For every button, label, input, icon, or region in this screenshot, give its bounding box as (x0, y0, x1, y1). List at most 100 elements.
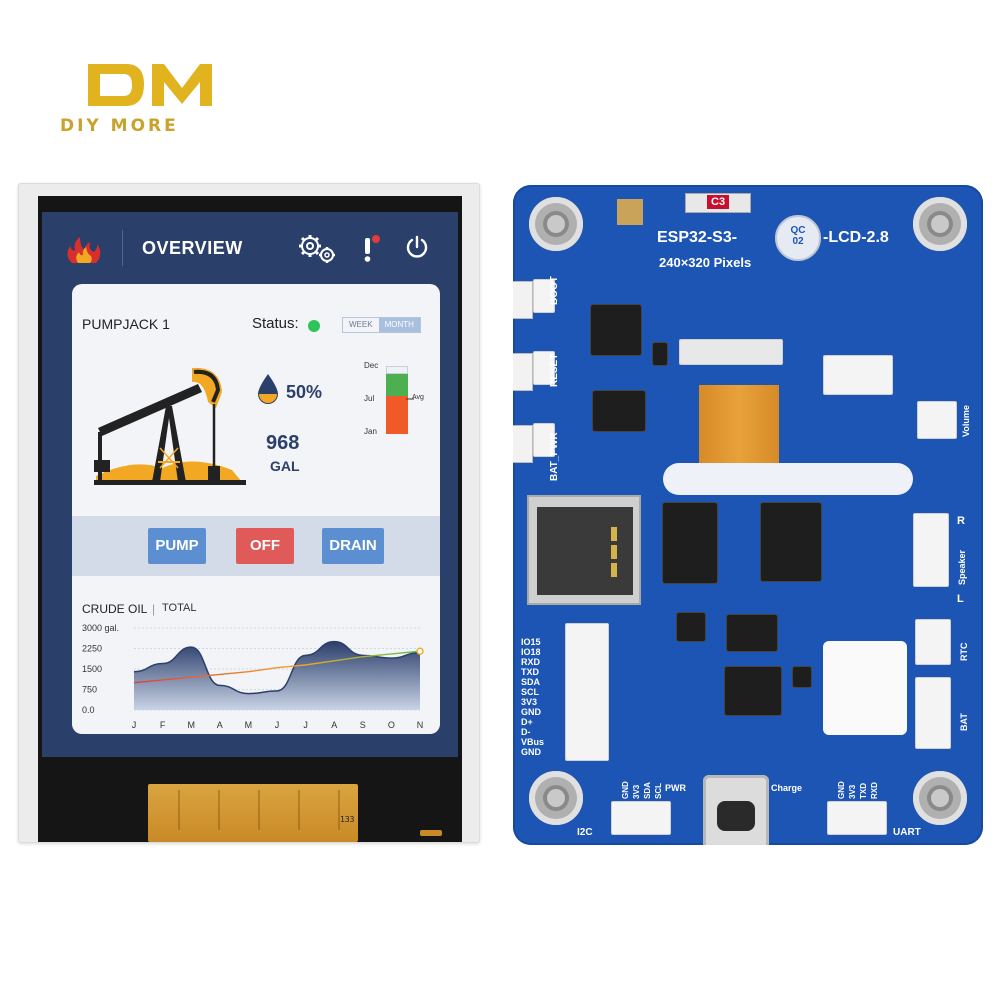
period-week[interactable]: WEEK (349, 320, 373, 329)
sd-pin (611, 563, 617, 577)
mount-hole (913, 197, 967, 251)
uart-connector (827, 801, 887, 835)
x-tick-label: O (388, 720, 395, 730)
y-tick-label: 3000 gal. (82, 623, 119, 633)
brand-name: DIY MORE (60, 116, 179, 136)
pin-label: D- (521, 727, 531, 737)
flex-trace (258, 790, 260, 830)
rtc-connector (915, 619, 951, 665)
usb-c-slot (717, 801, 755, 831)
pin-label: TXD (859, 783, 868, 799)
board-window (823, 641, 907, 735)
pwr-label: PWR (665, 783, 686, 793)
charge-label: Charge (771, 783, 803, 793)
antenna-connector (617, 199, 643, 225)
bat-pwr-button[interactable] (533, 423, 555, 457)
i2c-connector (611, 801, 671, 835)
x-tick-label: N (417, 720, 424, 730)
x-tick-label: M (187, 720, 195, 730)
resolution-label: 240×320 Pixels (659, 255, 752, 270)
off-button[interactable]: OFF (236, 528, 294, 564)
drain-button[interactable]: DRAIN (322, 528, 384, 564)
side-button[interactable] (513, 281, 533, 319)
flex-trace (218, 790, 220, 830)
status-label: Status: (252, 315, 299, 332)
pin-label: SDA (521, 677, 541, 687)
esp32-chip (591, 305, 641, 355)
speaker-l: L (957, 593, 964, 605)
flex-trace (178, 790, 180, 830)
bat-pwr-label: BAT_PWR (549, 432, 560, 481)
pump-name: PUMPJACK 1 (82, 316, 170, 332)
gpio-header (565, 623, 609, 761)
alert-icon[interactable] (360, 234, 384, 264)
flex-trace (338, 790, 340, 830)
i2c-label: I2C (577, 827, 593, 838)
flex-trace (298, 790, 300, 830)
lcd-flex-cable (148, 784, 358, 842)
level-label-avg: Avg (412, 394, 424, 401)
status-indicator (308, 320, 320, 332)
pumpjack-icon (94, 367, 246, 485)
qc-badge: QC 02 (775, 215, 821, 261)
x-tick-label: J (303, 720, 308, 730)
board-title: ESP32-S3- (657, 229, 738, 246)
y-tick-label: 2250 (82, 644, 102, 654)
x-tick-label: J (275, 720, 280, 730)
uart-pin-labels: GND 3V3 TXD RXD (837, 765, 897, 805)
chart-subtitle: TOTAL (162, 602, 197, 614)
y-tick-label: 1500 (82, 664, 102, 674)
gear-icon[interactable] (298, 234, 338, 264)
speaker-r: R (957, 515, 965, 527)
pin-label: GND (837, 781, 846, 799)
usb-c-port[interactable] (703, 775, 769, 845)
pin-label: SCL (654, 783, 663, 799)
pin-label: GND (521, 747, 541, 757)
speaker-connector (913, 513, 949, 587)
power-icon[interactable] (404, 234, 430, 262)
power-chip (725, 667, 781, 715)
side-button[interactable] (513, 353, 533, 391)
y-tick-label: 0.0 (82, 705, 95, 715)
oil-drop-icon (258, 374, 278, 404)
reset-button[interactable] (533, 351, 555, 385)
series-area (134, 641, 420, 710)
sd-card-inner (537, 507, 633, 595)
small-ic (793, 667, 811, 687)
lcd-screen: OVERVIEW PUMPJ (42, 212, 458, 757)
pin-label: IO15 (521, 637, 541, 647)
pin-label: 3V3 (632, 784, 641, 799)
period-month[interactable]: MONTH (378, 318, 420, 332)
pin-label: GND (621, 781, 630, 799)
mount-hole (529, 771, 583, 825)
volume-knob[interactable] (917, 401, 957, 439)
x-tick-label: A (331, 720, 337, 730)
period-toggle[interactable]: WEEK MONTH (342, 317, 421, 333)
speaker-label: Speaker (957, 549, 967, 585)
header-divider (122, 230, 123, 266)
x-tick-label: M (245, 720, 253, 730)
fpc-connector (679, 339, 783, 365)
level-label-jul: Jul (364, 394, 375, 403)
qc-top: QC (790, 225, 806, 236)
pin-label: 3V3 (521, 697, 538, 707)
pin-label: IO18 (521, 647, 541, 657)
side-button[interactable] (513, 425, 533, 463)
series-trend-line (133, 650, 421, 684)
x-tick-label: F (160, 720, 166, 730)
mount-hole (529, 197, 583, 251)
amp-chip (761, 503, 821, 581)
fill-percent: 50% (286, 382, 323, 402)
pump-button[interactable]: PUMP (148, 528, 206, 564)
pin-label: RXD (521, 657, 541, 667)
capacitor-label: C3 (707, 195, 730, 209)
sd-pin (611, 545, 617, 559)
avg-marker (406, 398, 414, 400)
gpio-pin-labels: IO15 IO18 RXD TXD SDA SCL 3V3 GND D+ D- … (521, 637, 565, 757)
pin-label: TXD (521, 667, 539, 677)
level-label-dec: Dec (364, 361, 379, 370)
pumpjack-card: PUMPJACK 1 Status: WEEK MONTH 50% (72, 284, 440, 734)
boot-button[interactable] (533, 279, 555, 313)
pcb-board: C3 ESP32-S3- QC 02 -LCD-2.8 240×320 Pixe… (513, 185, 983, 845)
